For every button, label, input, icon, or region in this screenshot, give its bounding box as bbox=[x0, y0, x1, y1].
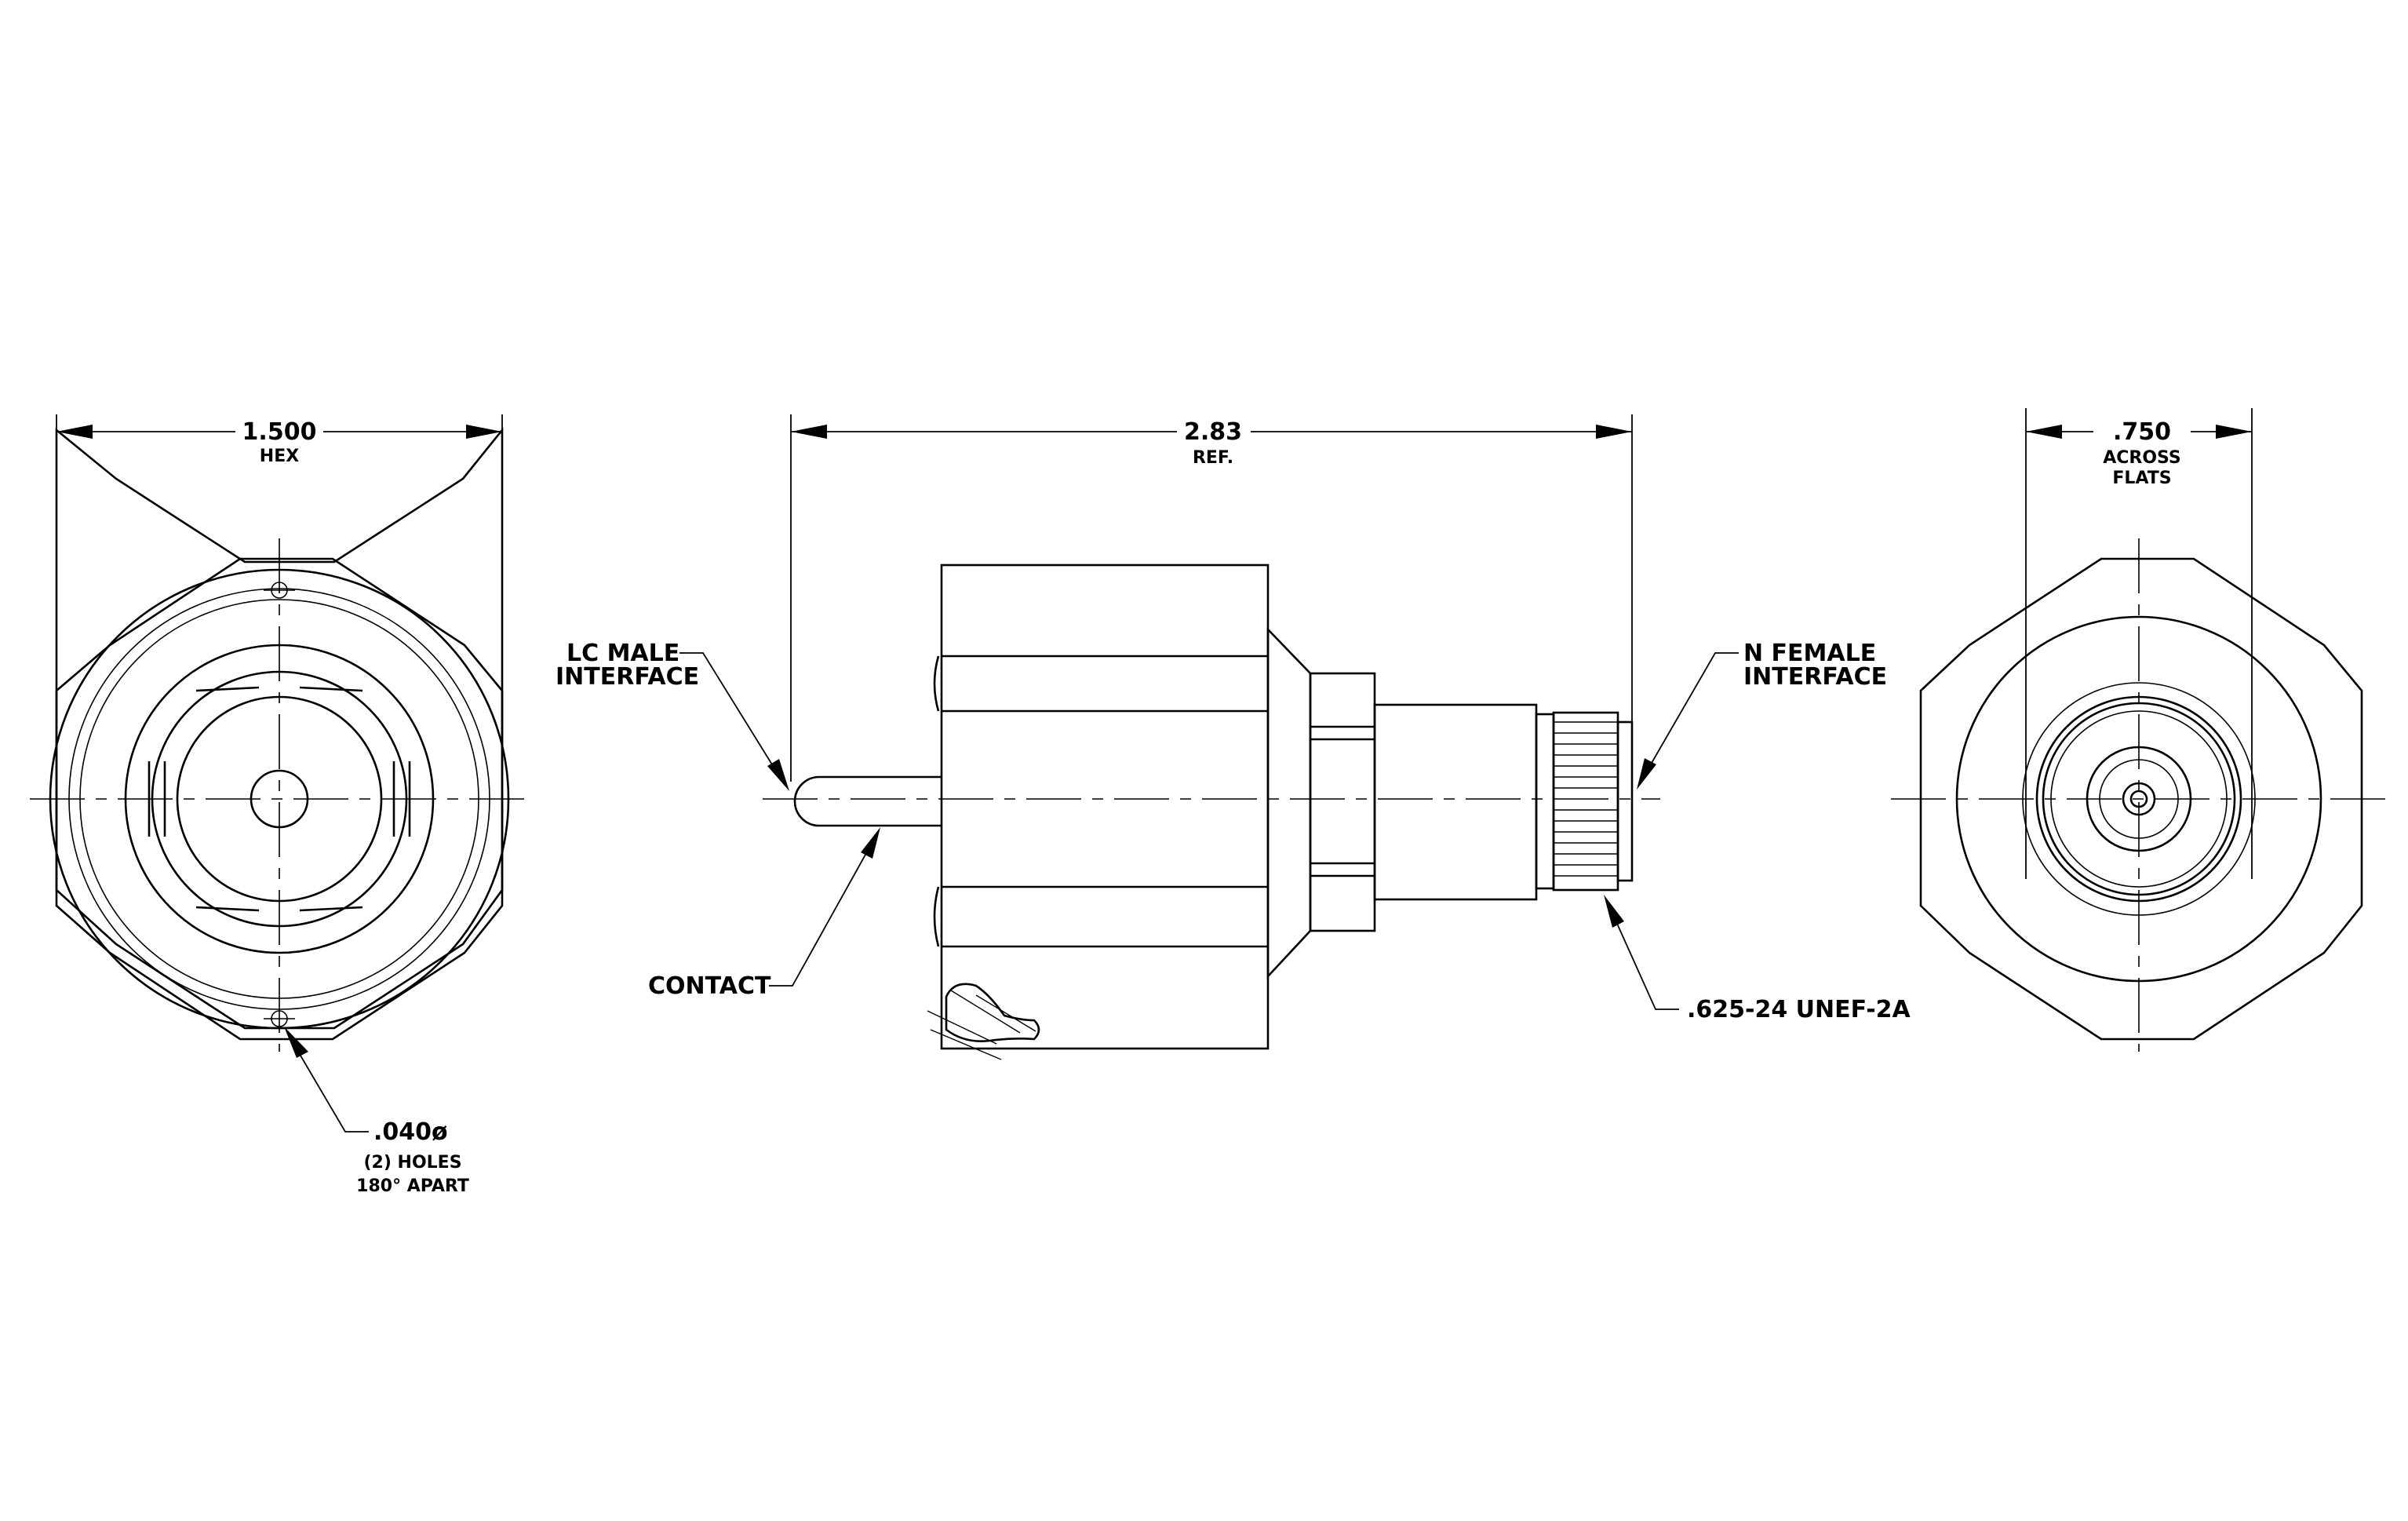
thread-lines bbox=[1554, 721, 1618, 877]
lc-interface-label-1: LC MALE bbox=[566, 640, 679, 667]
right-hex-outline bbox=[1919, 557, 2363, 1041]
left-dim-arrow-2 bbox=[466, 425, 502, 439]
main-hex-body bbox=[940, 564, 1270, 1050]
n-interface-arrow bbox=[1637, 758, 1656, 790]
lc-contact-pin bbox=[793, 775, 942, 827]
hex-chamfer-arcs bbox=[933, 655, 940, 947]
side-dim-arrow-1 bbox=[791, 425, 827, 439]
hex-dimension-value: 1.500 bbox=[242, 418, 317, 446]
n-interface-leader bbox=[1639, 652, 1739, 784]
contact-arrow bbox=[861, 827, 880, 859]
flats-dimension-value: .750 bbox=[2113, 418, 2171, 446]
thread-leader bbox=[1606, 900, 1679, 1010]
lc-interface-label-2: INTERFACE bbox=[556, 663, 699, 691]
hole-leader bbox=[286, 1032, 369, 1133]
barrel bbox=[1373, 703, 1538, 901]
thread-end-face bbox=[1616, 720, 1634, 882]
n-interface-label-2: INTERFACE bbox=[1743, 663, 1887, 691]
side-dim-arrow-2 bbox=[1596, 425, 1632, 439]
right-dim-arrow-1 bbox=[2026, 425, 2062, 439]
side-view: 2.83 REF. LC MALE INTERFACE CONTACT N FE… bbox=[556, 414, 1911, 1060]
hole-note-2: 180° APART bbox=[356, 1176, 469, 1196]
hole-leader-arrow bbox=[284, 1027, 308, 1058]
contact-leader bbox=[769, 833, 878, 987]
thread-arrow bbox=[1604, 895, 1624, 928]
thread-shoulder bbox=[1535, 713, 1555, 890]
length-dimension-note: REF. bbox=[1193, 448, 1233, 468]
lc-interface-arrow bbox=[767, 759, 789, 791]
left-dim-arrow-1 bbox=[56, 425, 93, 439]
body-taper bbox=[1266, 626, 1312, 979]
small-hex-nut bbox=[1309, 672, 1376, 932]
n-interface-label-1: N FEMALE bbox=[1743, 640, 1876, 667]
right-dim-arrow-2 bbox=[2216, 425, 2252, 439]
hole-dimension-value: .040ø bbox=[373, 1118, 448, 1146]
length-dimension-value: 2.83 bbox=[1184, 418, 1242, 446]
lc-interface-leader bbox=[679, 652, 785, 786]
flats-note-2: FLATS bbox=[2112, 469, 2171, 488]
hole-note-1: (2) HOLES bbox=[363, 1153, 461, 1173]
right-end-view: .750 ACROSS FLATS bbox=[1891, 408, 2390, 1052]
contact-label: CONTACT bbox=[648, 972, 771, 1000]
threaded-section bbox=[1552, 711, 1619, 892]
hex-dimension-note: HEX bbox=[260, 447, 299, 466]
cutaway-section bbox=[945, 983, 1040, 1042]
left-end-view: 1.500 HEX .040ø (2) HOLES 180° APART bbox=[30, 414, 530, 1196]
thread-label: .625-24 UNEF-2A bbox=[1687, 996, 1911, 1023]
cutaway-hatch-lines bbox=[927, 990, 1036, 1060]
flats-note-1: ACROSS bbox=[2103, 448, 2181, 468]
